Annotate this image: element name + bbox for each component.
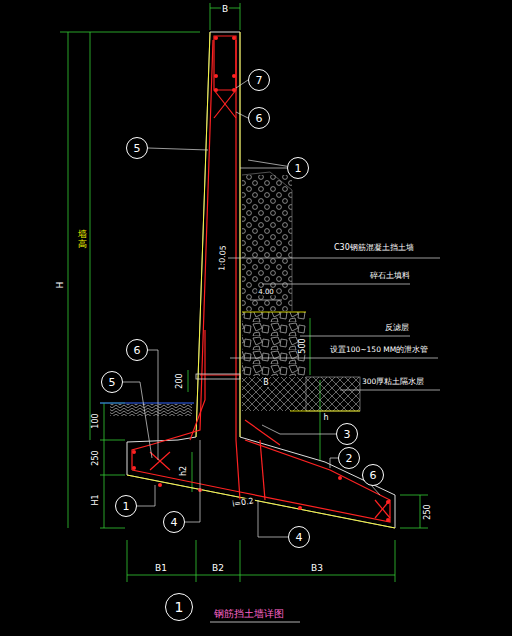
callout-number: 6 xyxy=(134,345,141,356)
callout-circle: 2 xyxy=(338,447,360,469)
dimension-label: B xyxy=(262,379,270,387)
callout-circle: 1 xyxy=(287,157,309,179)
dimension-label: 500 xyxy=(299,337,307,354)
dimension-label: 250 xyxy=(92,449,100,466)
dimension-label: 100 xyxy=(92,412,100,429)
callout-circle: 6 xyxy=(362,464,384,486)
dimension-label: 250 xyxy=(424,503,432,520)
callout-number: 4 xyxy=(296,532,303,543)
callout-circle: 6 xyxy=(248,107,270,129)
dimension-label: 200 xyxy=(176,372,184,389)
callout-circle: 5 xyxy=(101,371,123,393)
drawing-title: 钢筋挡土墙详图 xyxy=(214,609,284,619)
callout-number: 5 xyxy=(109,377,116,388)
callout-circle: 4 xyxy=(288,526,310,548)
dimension-label: 300厚粘土隔水层 xyxy=(362,378,424,386)
dimension-label: 碎石土填料 xyxy=(370,272,410,280)
dimension-label: B3 xyxy=(310,564,324,573)
callout-number: 1 xyxy=(295,163,302,174)
callout-circle: 1 xyxy=(115,495,137,517)
dimension-label: B1 xyxy=(154,564,168,573)
callout-number: 5 xyxy=(134,143,141,154)
callout-number: 1 xyxy=(123,501,130,512)
callout-circle: 5 xyxy=(126,137,148,159)
dimension-label: h2 xyxy=(180,465,188,477)
callout-number: 7 xyxy=(256,75,263,86)
dimension-label: H1 xyxy=(92,493,100,506)
dimension-label: 墙高 xyxy=(77,230,88,250)
dimension-label: h xyxy=(322,414,329,422)
callout-number: 2 xyxy=(346,453,353,464)
callout-circle: 6 xyxy=(126,339,148,361)
dimension-label: 设置100~150 MM的泄水管 xyxy=(330,346,428,354)
callout-circle: 3 xyxy=(336,423,358,445)
callout-circle: 7 xyxy=(248,69,270,91)
callout-number: 4 xyxy=(171,517,178,528)
dimension-label: 1:0.05 xyxy=(218,244,227,272)
dimension-label: C30钢筋混凝土挡土墙 xyxy=(334,244,414,252)
callout-number: 6 xyxy=(256,113,263,124)
callout-circle: 1 xyxy=(165,593,193,621)
callout-circle: 4 xyxy=(163,511,185,533)
dimension-label: H xyxy=(56,281,65,290)
callout-number: 6 xyxy=(370,470,377,481)
dimension-label: 4.00 xyxy=(257,289,275,296)
callout-number: 3 xyxy=(344,429,351,440)
dimension-label: B2 xyxy=(211,564,225,573)
callout-number: 1 xyxy=(175,600,184,614)
dimension-label: i=0.2 xyxy=(231,497,256,509)
dimension-label: 反滤层 xyxy=(385,324,409,332)
dimension-label: B xyxy=(221,5,229,14)
